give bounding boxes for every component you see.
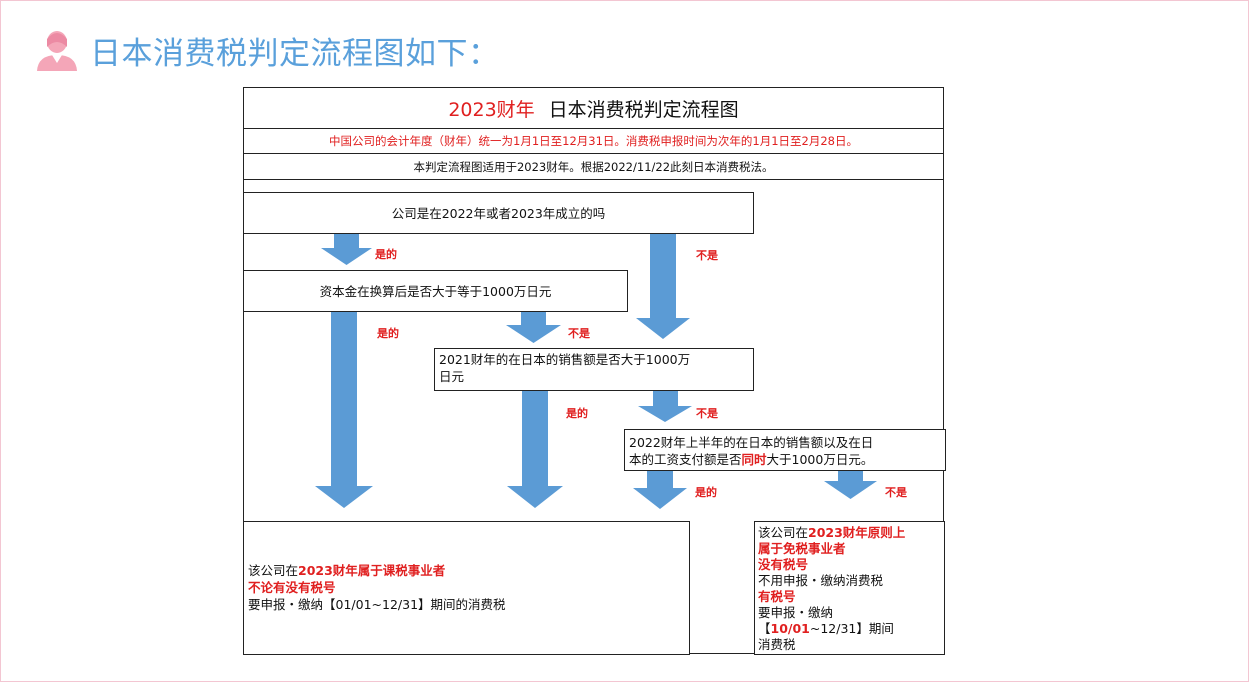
arrow-q3-yes bbox=[507, 389, 563, 508]
question-sales-2022-line1: 2022财年上半年的在日本的销售额以及在日 bbox=[629, 435, 874, 450]
result-exempt-line1b: 2023财年原则上 bbox=[808, 525, 906, 540]
result-taxable-taxid: 不论有没有税号 bbox=[248, 580, 336, 595]
question-established-text: 公司是在2022年或者2023年成立的吗 bbox=[391, 205, 606, 221]
question-sales-2022-emphasis: 同时 bbox=[741, 452, 767, 467]
question-sales-2022-line2c: 大于1000万日元。 bbox=[766, 452, 874, 467]
question-established: 公司是在2022年或者2023年成立的吗 bbox=[243, 192, 754, 234]
result-taxable-line1: 该公司在2023财年属于课税事业者 bbox=[248, 562, 685, 579]
question-capital: 资本金在换算后是否大于等于1000万日元 bbox=[243, 270, 628, 312]
arrow-q1-no bbox=[636, 229, 690, 339]
flowchart-title: 2023财年 日本消费税判定流程图 bbox=[244, 88, 943, 129]
result-exempt-period: 【10/01~12/31】期间 bbox=[758, 621, 941, 637]
flowchart-title-text: 日本消费税判定流程图 bbox=[548, 98, 739, 121]
person-icon bbox=[37, 31, 77, 71]
fiscal-note: 中国公司的会计年度（财年）统一为1月1日至12月31日。消费税申报时间为次年的1… bbox=[244, 129, 943, 154]
arrow-q4-no bbox=[824, 469, 877, 499]
question-sales-2021-line1: 2021财年的在日本的销售额是否大于1000万 bbox=[439, 352, 691, 367]
arrow-q3-no bbox=[638, 391, 692, 422]
result-exempt-period-open: 【 bbox=[758, 621, 771, 636]
result-exempt-no-taxid: 没有税号 bbox=[758, 557, 809, 572]
question-sales-2022-line2: 本的工资支付额是否同时大于1000万日元。 bbox=[629, 451, 941, 468]
flowchart-title-year: 2023财年 bbox=[448, 98, 535, 121]
result-taxable: 该公司在2023财年属于课税事业者 不论有没有税号 要申报・缴纳【01/01~1… bbox=[243, 521, 690, 655]
result-exempt-no-filing: 不用申报・缴纳消费税 bbox=[758, 573, 884, 588]
result-exempt-line1: 该公司在2023财年原则上 bbox=[758, 525, 941, 541]
result-exempt-line1a: 该公司在 bbox=[758, 525, 809, 540]
arrow-q2-no bbox=[506, 312, 561, 343]
flow-arrows bbox=[315, 229, 877, 509]
label-q3-no: 不是 bbox=[696, 407, 718, 420]
result-taxable-line1a: 该公司在 bbox=[248, 563, 299, 578]
result-exempt-has-taxid: 有税号 bbox=[758, 589, 796, 604]
question-sales-2021-line2: 日元 bbox=[439, 369, 465, 384]
question-sales-2021: 2021财年的在日本的销售额是否大于1000万 日元 bbox=[434, 348, 754, 391]
result-exempt-period-start: 10/01 bbox=[770, 621, 810, 636]
label-q1-no: 不是 bbox=[696, 249, 718, 262]
page-heading: 日本消费税判定流程图如下： bbox=[34, 28, 500, 72]
question-sales-2022-line2a: 本的工资支付额是否 bbox=[629, 452, 742, 467]
label-q4-yes: 是的 bbox=[695, 486, 717, 499]
label-q1-yes: 是的 bbox=[375, 248, 397, 261]
label-q2-yes: 是的 bbox=[377, 327, 399, 340]
arrow-q4-yes bbox=[633, 469, 687, 509]
scope-note: 本判定流程图适用于2023财年。根据2022/11/22此刻日本消费税法。 bbox=[244, 154, 943, 180]
result-taxable-status: 2023财年属于课税事业者 bbox=[298, 563, 446, 578]
result-exempt: 该公司在2023财年原则上 属于免税事业者 没有税号 不用申报・缴纳消费税 有税… bbox=[754, 521, 945, 655]
question-sales-2022: 2022财年上半年的在日本的销售额以及在日 本的工资支付额是否同时大于1000万… bbox=[624, 429, 946, 471]
page-title: 日本消费税判定流程图如下： bbox=[90, 35, 500, 72]
result-exempt-period-end: ~12/31】期间 bbox=[809, 621, 894, 636]
result-exempt-tax: 消费税 bbox=[758, 637, 796, 652]
result-exempt-status: 属于免税事业者 bbox=[758, 541, 846, 556]
label-q4-no: 不是 bbox=[885, 486, 907, 499]
result-taxable-filing: 要申报・缴纳【01/01~12/31】期间的消费税 bbox=[248, 597, 506, 612]
result-exempt-filing: 要申报・缴纳 bbox=[758, 605, 834, 620]
label-q3-yes: 是的 bbox=[566, 407, 588, 420]
question-capital-text: 资本金在换算后是否大于等于1000万日元 bbox=[319, 283, 552, 299]
arrow-q2-yes bbox=[315, 309, 373, 508]
flowchart: 2023财年 日本消费税判定流程图 中国公司的会计年度（财年）统一为1月1日至1… bbox=[243, 87, 946, 655]
arrow-q1-yes bbox=[321, 231, 372, 265]
label-q2-no: 不是 bbox=[568, 327, 590, 340]
